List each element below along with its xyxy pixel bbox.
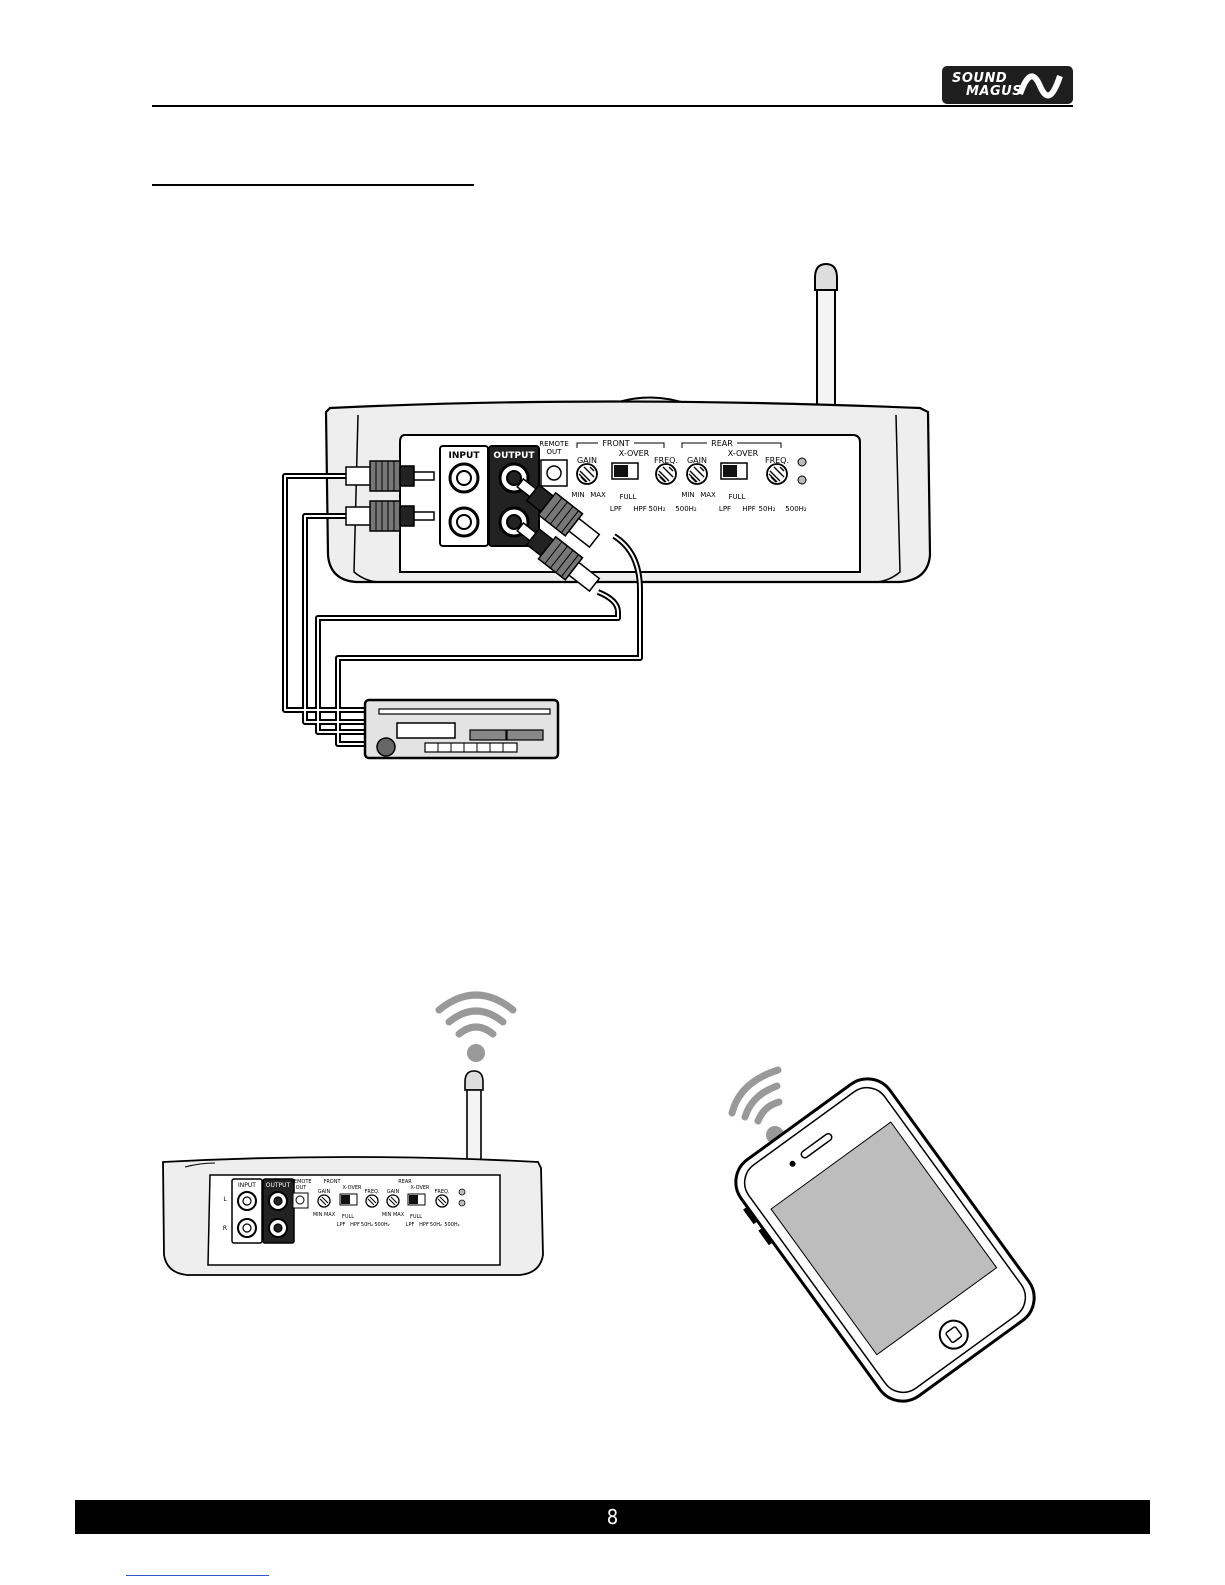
input-label-small: INPUT	[238, 1182, 256, 1189]
front-lpf-small: LPF	[337, 1222, 346, 1228]
rear-lpf-label: LPF	[719, 505, 731, 513]
front-minmax-small: MIN MAX	[313, 1212, 336, 1218]
output-label: OUTPUT	[493, 451, 535, 461]
wifi-icon	[439, 995, 513, 1062]
output-label-small: OUTPUT	[266, 1182, 291, 1189]
remote-out-small-line2: OUT	[296, 1185, 308, 1191]
rear-min-label: MIN	[681, 491, 694, 499]
rear-hpf-small: HPF	[419, 1222, 429, 1228]
front-hpf-small: HPF	[350, 1222, 360, 1228]
input-output-panel-small: INPUT OUTPUT L R	[223, 1179, 294, 1243]
rear-full-small: FULL	[410, 1214, 422, 1220]
rear-freq-low-small: 50H₂	[430, 1222, 442, 1228]
head-unit-icon	[365, 700, 558, 758]
front-freq-high-small: 500H₂	[374, 1222, 389, 1228]
front-label: FRONT	[602, 439, 629, 448]
rear-max-label: MAX	[700, 491, 716, 499]
rear-freq-high-small: 500H₂	[444, 1222, 459, 1228]
front-xover-label: X-OVER	[619, 449, 650, 458]
rear-freq-high-label: 500H₂	[785, 505, 807, 513]
rear-hpf-label: HPF	[742, 505, 756, 513]
rear-gain-small: GAIN	[387, 1189, 400, 1195]
rear-freq-small: FREQ.	[434, 1189, 449, 1195]
rear-label: REAR	[711, 439, 733, 448]
front-full-small: FULL	[342, 1214, 354, 1220]
wiring-diagram: INPUT OUTPUT REMOTE OUT FRONT GAIN MIN M…	[0, 0, 1225, 800]
remote-out-terminal: REMOTE OUT	[539, 440, 569, 486]
wifi-icon-phone	[732, 1070, 784, 1144]
rear-freq-low-label: 50H₂	[759, 505, 776, 513]
remote-out-label-line2: OUT	[547, 448, 563, 456]
input-label: INPUT	[449, 451, 481, 461]
front-hpf-label: HPF	[633, 505, 647, 513]
wireless-diagram: INPUT OUTPUT L R REMOTE OUT FRONT GAIN X…	[0, 990, 1225, 1410]
rear-xover-label: X-OVER	[728, 449, 759, 458]
amplifier-body	[326, 398, 930, 583]
front-label-small: FRONT	[323, 1179, 341, 1185]
front-gain-small: GAIN	[318, 1189, 331, 1195]
footer-bar: 8	[75, 1500, 1150, 1534]
front-freq-low-small: 50H₂	[361, 1222, 373, 1228]
front-max-label: MAX	[590, 491, 606, 499]
rear-full-label: FULL	[729, 493, 746, 501]
front-xover-small: X-OVER	[342, 1185, 362, 1191]
smartphone-icon	[721, 1068, 1046, 1410]
rear-lpf-small: LPF	[406, 1222, 415, 1228]
front-lpf-label: LPF	[610, 505, 622, 513]
front-freq-low-label: 50H₂	[649, 505, 666, 513]
front-min-label: MIN	[571, 491, 584, 499]
remote-out-label-line1: REMOTE	[539, 440, 569, 448]
page-number: 8	[75, 1505, 1150, 1529]
rear-xover-small: X-OVER	[410, 1185, 430, 1191]
front-freq-high-label: 500H₂	[675, 505, 697, 513]
front-freq-small: FREQ.	[364, 1189, 379, 1195]
right-channel-label: R	[223, 1225, 227, 1232]
bottom-link-underline[interactable]	[126, 1575, 269, 1576]
rear-minmax-small: MIN MAX	[382, 1212, 405, 1218]
front-full-label: FULL	[620, 493, 637, 501]
